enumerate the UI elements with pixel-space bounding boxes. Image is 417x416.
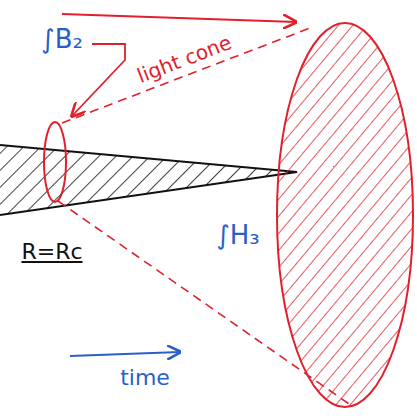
outer-ellipse: [277, 23, 413, 407]
integral-label: ∫H₃: [216, 221, 260, 251]
integral-label: ∫B₂: [41, 25, 83, 55]
radius-label: R=Rc: [21, 239, 82, 264]
pointer-arrow: [62, 14, 296, 22]
cone-label: light cone: [134, 31, 235, 88]
inner-ellipse: [44, 122, 66, 202]
cone-line: [62, 28, 310, 123]
pointer-arrow: [72, 44, 125, 116]
time-arrow: [70, 352, 180, 356]
axis-label: time: [120, 365, 170, 390]
